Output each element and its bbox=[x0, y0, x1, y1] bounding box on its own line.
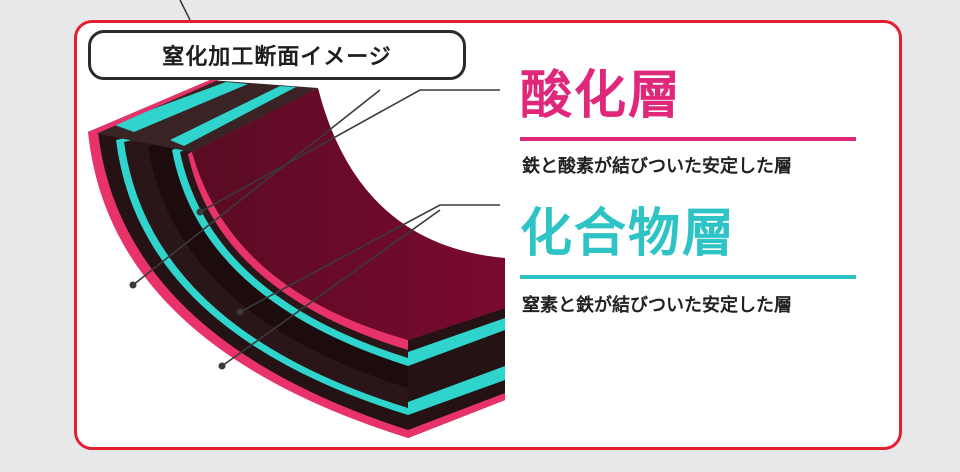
compound-layer-description: 窒素と鉄が結びついた安定した層 bbox=[522, 295, 792, 316]
leader-line-oxide-2 bbox=[132, 89, 381, 286]
top-edge-teal-2 bbox=[170, 86, 296, 146]
leader-line-compound-1 bbox=[239, 204, 500, 313]
leader-dot bbox=[218, 362, 226, 370]
leader-dot bbox=[129, 281, 137, 289]
leader-line-compound-2 bbox=[221, 209, 441, 367]
top-edge-pink bbox=[88, 80, 218, 134]
top-edge-teal bbox=[112, 82, 248, 132]
compound-layer-heading: 化合物層 bbox=[520, 204, 737, 264]
right-end-teal-2 bbox=[408, 366, 505, 415]
oxide-layer-rule bbox=[520, 137, 856, 141]
leader-dot bbox=[196, 208, 204, 216]
compound-layer-rule bbox=[520, 275, 856, 279]
pointer-line bbox=[179, 0, 191, 21]
leader-line-oxide-1 bbox=[199, 89, 500, 213]
oxide-layer-heading: 酸化層 bbox=[520, 66, 683, 126]
inner-face bbox=[192, 88, 505, 340]
diagram-title: 窒化加工断面イメージ bbox=[88, 30, 466, 80]
leader-dot bbox=[236, 308, 244, 316]
right-end-pink bbox=[408, 393, 505, 438]
right-end-teal bbox=[408, 318, 505, 366]
oxide-layer-description: 鉄と酸素が結びついた安定した層 bbox=[522, 156, 792, 177]
